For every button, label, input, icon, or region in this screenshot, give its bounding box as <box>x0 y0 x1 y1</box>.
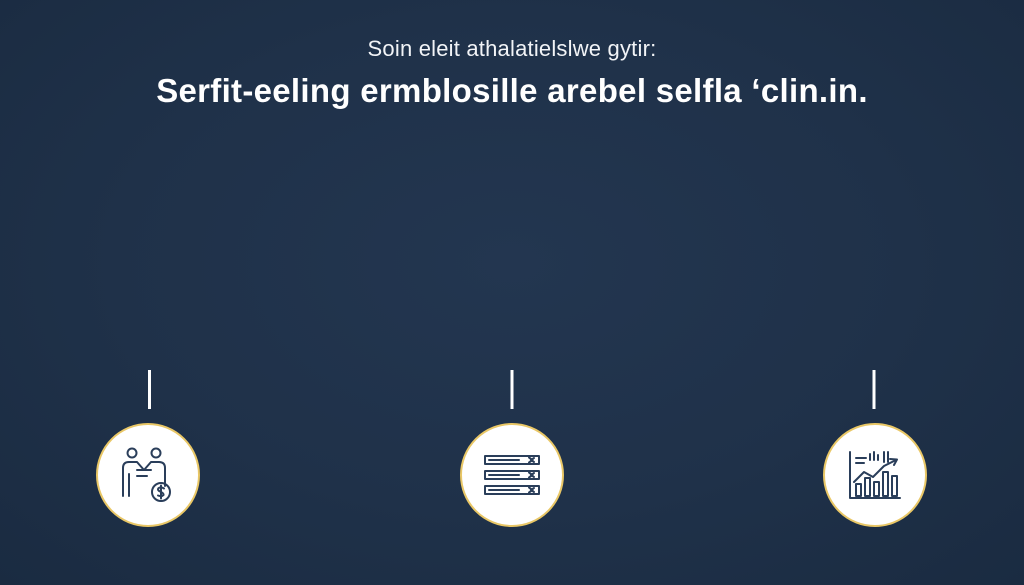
node-center <box>460 423 564 527</box>
node-left <box>96 423 200 527</box>
diagram-subtitle: Soin eleit athalatielslwe gytir: <box>367 36 657 61</box>
growth-chart-icon <box>849 451 901 499</box>
node-right <box>823 423 927 527</box>
handshake-dollar-icon <box>122 447 171 502</box>
diagram-title: Serfit-eeling ermblosille arebel selfla … <box>156 72 868 109</box>
list-checklist-icon <box>484 455 540 495</box>
